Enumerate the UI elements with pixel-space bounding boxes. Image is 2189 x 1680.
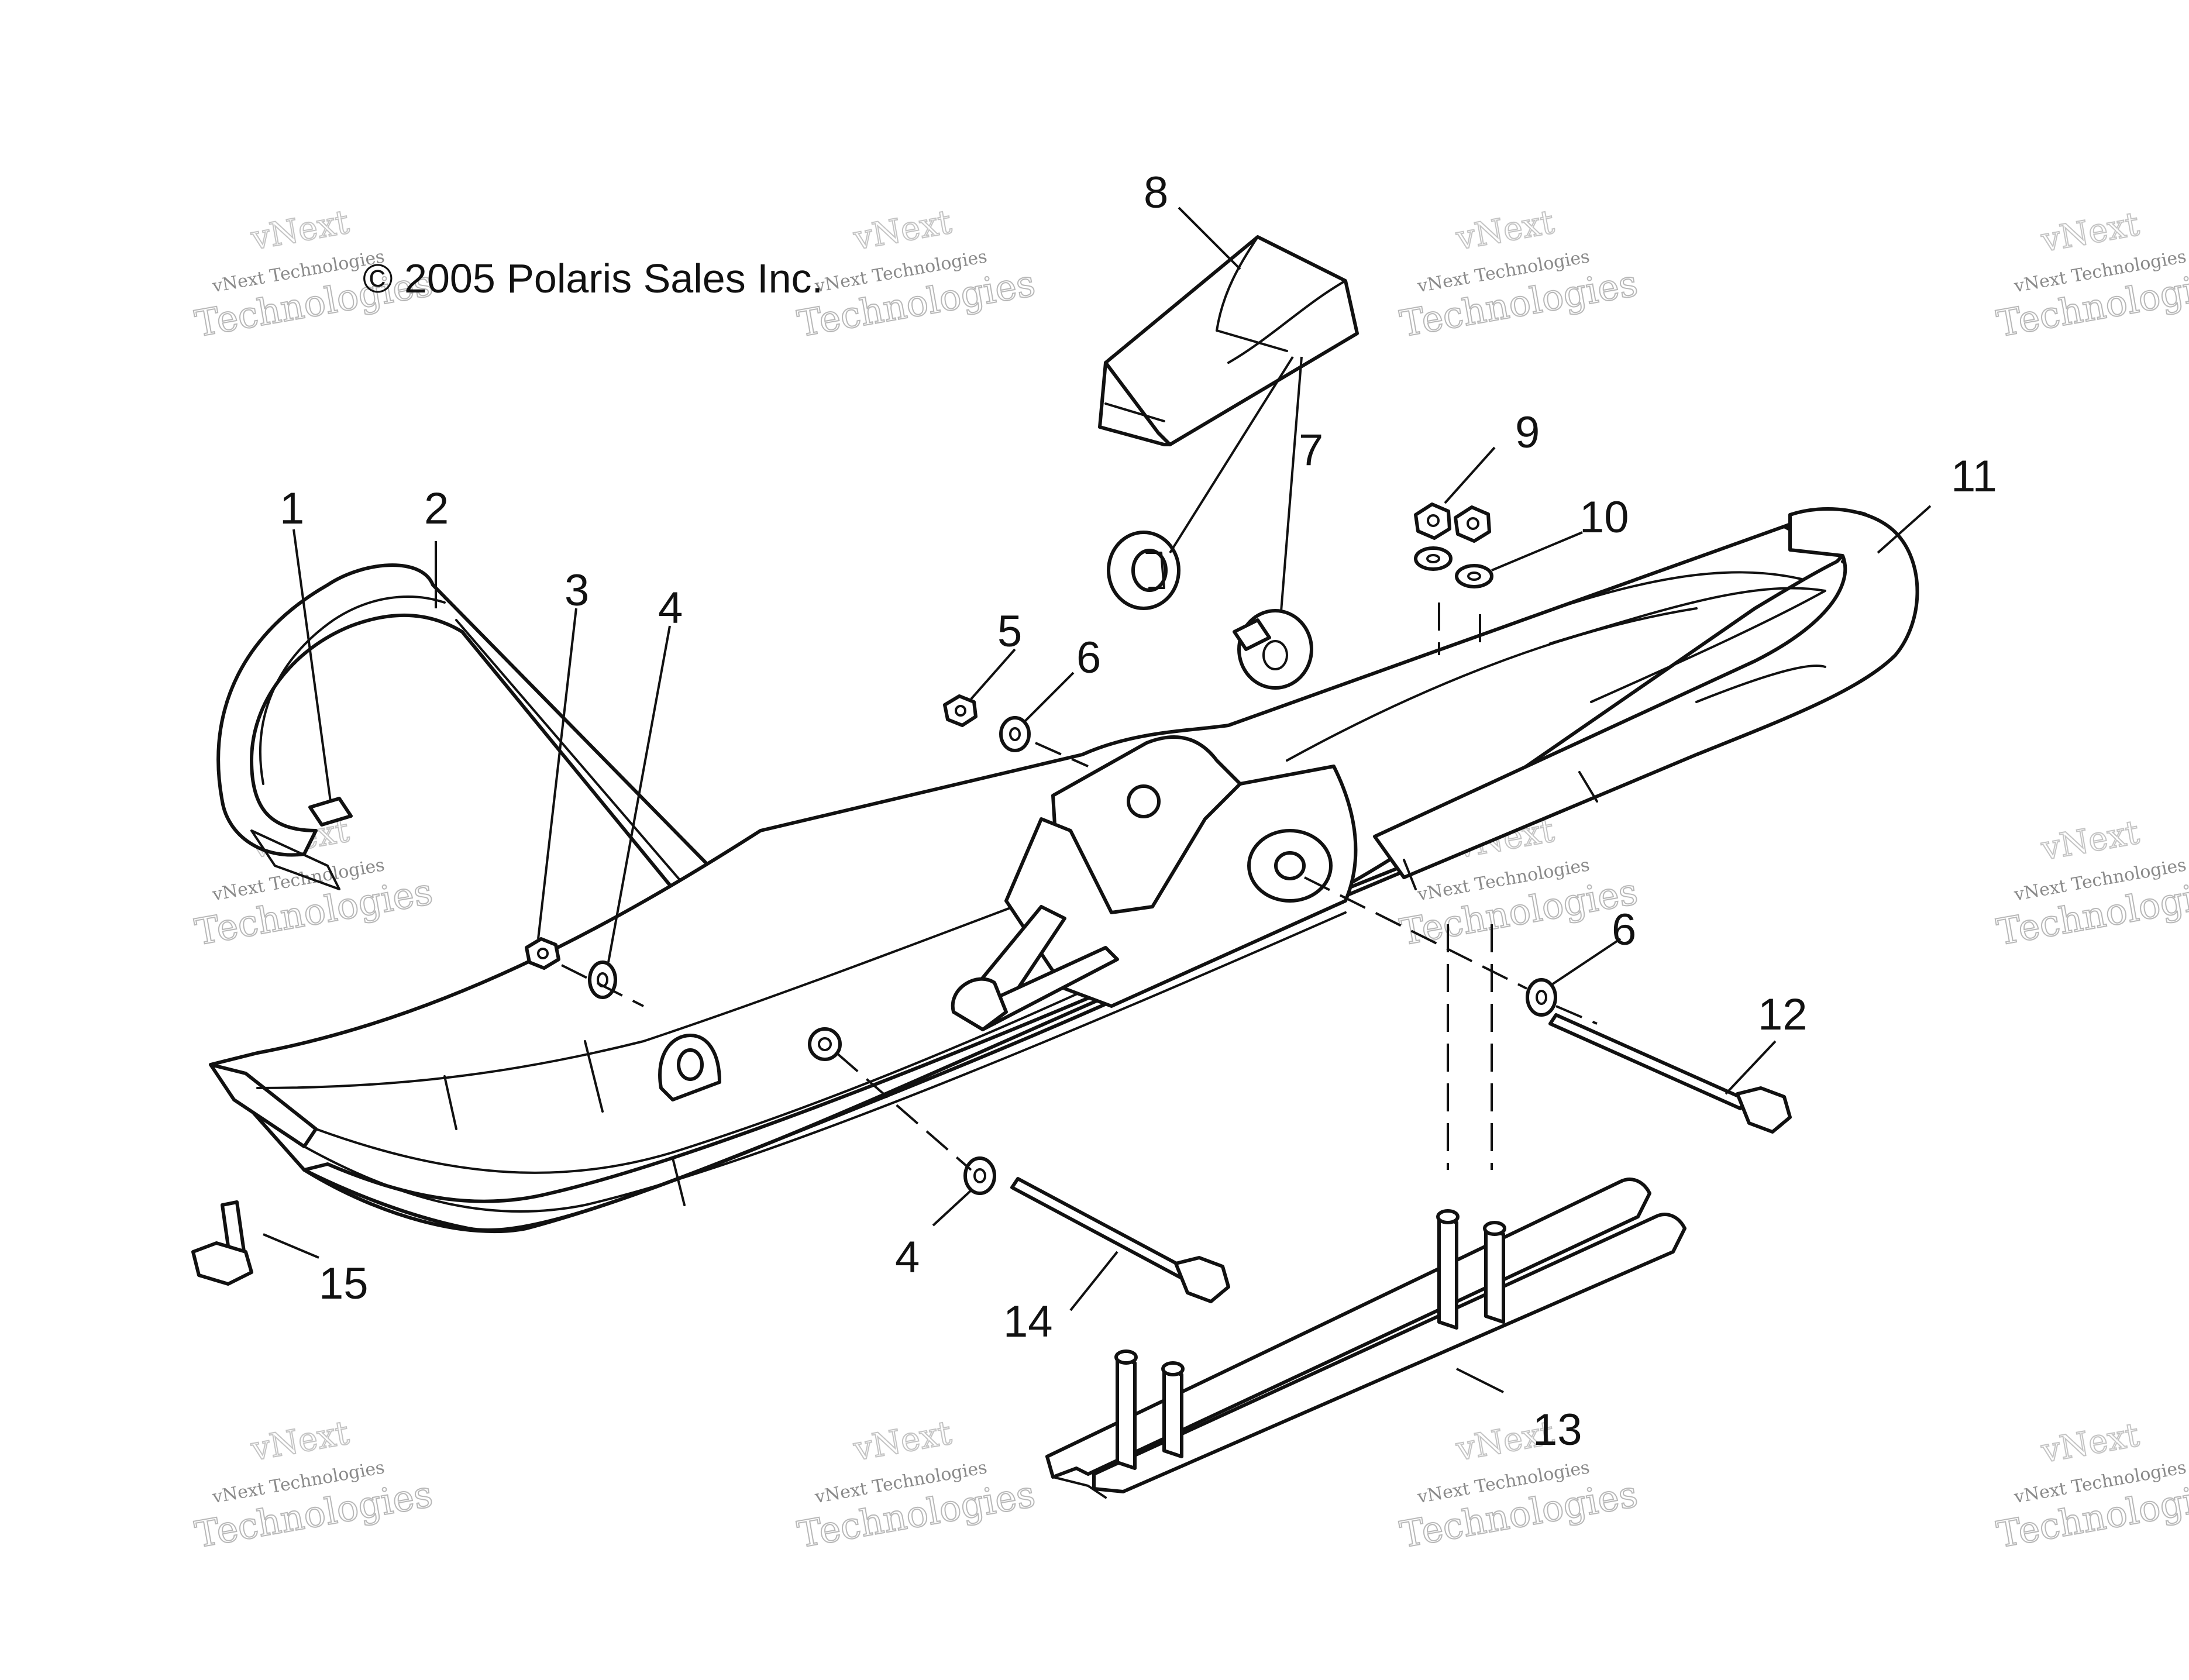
- callout-3: 3: [565, 566, 589, 615]
- part-bolt-15: [191, 1200, 253, 1286]
- watermark-vnext-text: vNext: [248, 1414, 352, 1468]
- watermark-vnext-text: vNext: [2038, 205, 2142, 260]
- watermark-vnext-text: vNext: [851, 203, 955, 257]
- watermark-vnext-text: vNext: [2038, 1416, 2142, 1471]
- part-bushing-7a: [1107, 531, 1180, 610]
- callout-7: 7: [1299, 425, 1323, 475]
- copyright-notice: © 2005 Polaris Sales Inc.: [363, 256, 823, 301]
- watermark-tile: vNext vNext Technologies Technologies: [1993, 1416, 2189, 1557]
- part-nut-9a: [1414, 502, 1451, 540]
- part-bolt-14: [1010, 1177, 1230, 1303]
- callout-13: 13: [1533, 1405, 1582, 1455]
- watermark-vnext-text: vNext: [2038, 814, 2142, 868]
- part-washer-4a: [588, 961, 617, 999]
- callout-labels: 1 2 3 4 4 5 6 6 7 8 9 10 11 12 13 14 15: [280, 168, 1997, 1455]
- part-ski-cushion: [1098, 235, 1359, 446]
- watermark-vnext-text: vNext: [248, 203, 352, 257]
- part-washer-10a: [1414, 546, 1453, 571]
- watermark-tile: vNext vNext Technologies Technologies: [794, 202, 1039, 346]
- part-washer-6a: [999, 716, 1031, 752]
- part-nut-9b: [1454, 505, 1491, 543]
- watermark-tile: vNext vNext Technologies Technologies: [1993, 205, 2189, 346]
- callout-2: 2: [424, 484, 449, 533]
- part-bolt-12: [1548, 1013, 1792, 1134]
- callout-11: 11: [1951, 452, 1997, 501]
- watermark-vnext-text: vNext: [851, 1414, 955, 1468]
- watermark-tile: vNext vNext Technologies Technologies: [794, 1413, 1039, 1557]
- callout-4-lower: 4: [895, 1233, 920, 1282]
- watermark-tile: vNext vNext Technologies Technologies: [1396, 1413, 1641, 1557]
- watermark-tile: vNext vNext Technologies Technologies: [1993, 813, 2189, 955]
- callout-10: 10: [1579, 493, 1629, 542]
- leader-lines: [263, 206, 1932, 1393]
- callout-9: 9: [1515, 408, 1540, 457]
- part-nut-3: [525, 937, 560, 970]
- callout-6-upper: 6: [1076, 633, 1101, 683]
- callout-12: 12: [1758, 990, 1808, 1039]
- part-washer-10b: [1455, 564, 1493, 588]
- callout-4-upper: 4: [658, 583, 683, 633]
- callout-1: 1: [280, 484, 304, 533]
- callout-8: 8: [1144, 168, 1168, 218]
- alignment-lines: [561, 603, 1598, 1171]
- callout-5: 5: [997, 607, 1022, 656]
- watermark-tile: vNext vNext Technologies Technologies: [1396, 202, 1641, 346]
- watermark-tile: vNext vNext Technologies Technologies: [191, 1413, 436, 1557]
- part-bushing-7b: [1233, 609, 1313, 690]
- callout-15: 15: [319, 1259, 369, 1309]
- watermark-tile: vNext vNext Technologies Technologies: [191, 811, 436, 954]
- callout-6-lower: 6: [1612, 905, 1636, 955]
- part-carbide-runner: [1045, 1178, 1687, 1499]
- part-ski-body: [209, 507, 1919, 1234]
- watermark-vnext-text: vNext: [1453, 203, 1557, 257]
- part-washer-4b: [963, 1156, 996, 1195]
- part-nut-5: [943, 694, 978, 727]
- part-washer-6b: [1526, 978, 1557, 1017]
- callout-14: 14: [1003, 1297, 1053, 1347]
